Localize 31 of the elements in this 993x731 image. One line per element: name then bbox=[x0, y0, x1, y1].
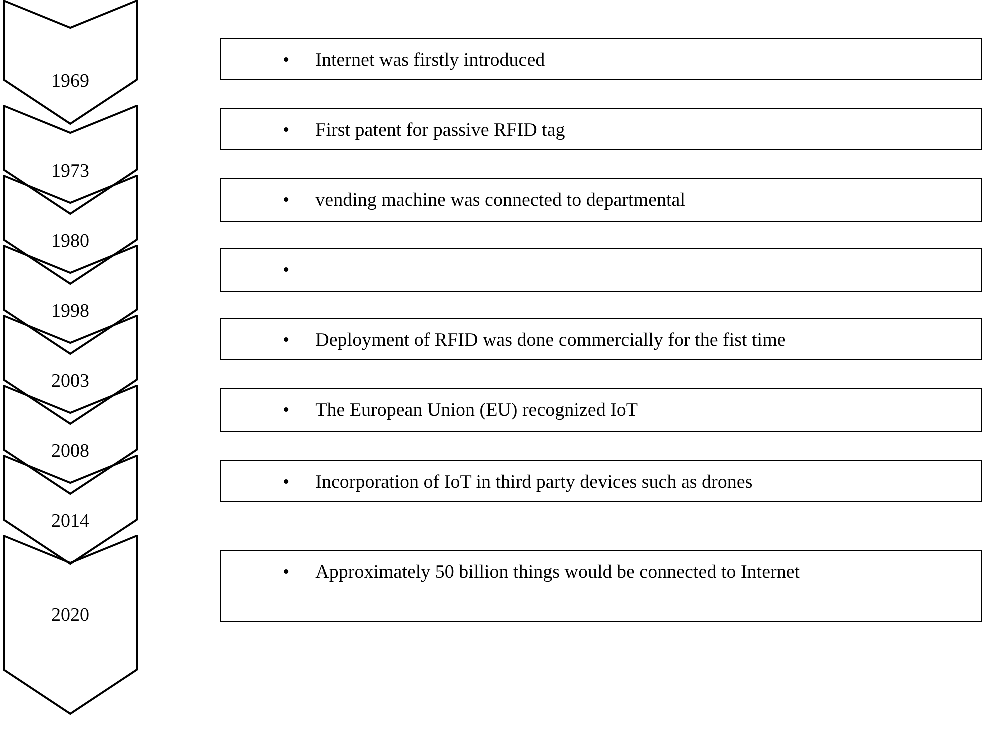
event-box bbox=[220, 388, 982, 432]
year-label: 2020 bbox=[52, 606, 90, 625]
year-label: 1998 bbox=[52, 302, 90, 321]
bullet: • bbox=[283, 561, 290, 585]
year-label: 1973 bbox=[52, 162, 90, 181]
event-box bbox=[220, 38, 982, 80]
year-label: 2014 bbox=[52, 512, 90, 531]
event-box bbox=[220, 178, 982, 222]
bullet: • bbox=[283, 399, 290, 423]
year-label: 1969 bbox=[52, 72, 90, 91]
bullet: • bbox=[283, 189, 290, 213]
event-box bbox=[220, 108, 982, 150]
event-text: Internet was firstly introduced bbox=[316, 49, 546, 73]
bullet: • bbox=[283, 259, 290, 283]
event-box bbox=[220, 460, 982, 502]
bullet: • bbox=[283, 329, 290, 353]
event-text: The European Union (EU) recognized IoT bbox=[316, 399, 638, 423]
bullet: • bbox=[283, 49, 290, 73]
bullet: • bbox=[283, 471, 290, 495]
bullet: • bbox=[283, 119, 290, 143]
event-text: Deployment of RFID was done commercially for the fist time bbox=[316, 329, 786, 353]
event-text: vending machine was connected to departmental bbox=[316, 189, 686, 213]
event-box bbox=[220, 248, 982, 292]
year-label: 2003 bbox=[52, 372, 90, 391]
event-box bbox=[220, 318, 982, 360]
event-text: First patent for passive RFID tag bbox=[316, 119, 566, 143]
year-label: 1980 bbox=[52, 232, 90, 251]
event-text: Approximately 50 billion things would be connected to Internet bbox=[316, 561, 800, 585]
year-label: 2008 bbox=[52, 442, 90, 461]
event-text: Incorporation of IoT in third party devices such as drones bbox=[316, 471, 753, 495]
event-box bbox=[220, 550, 982, 622]
